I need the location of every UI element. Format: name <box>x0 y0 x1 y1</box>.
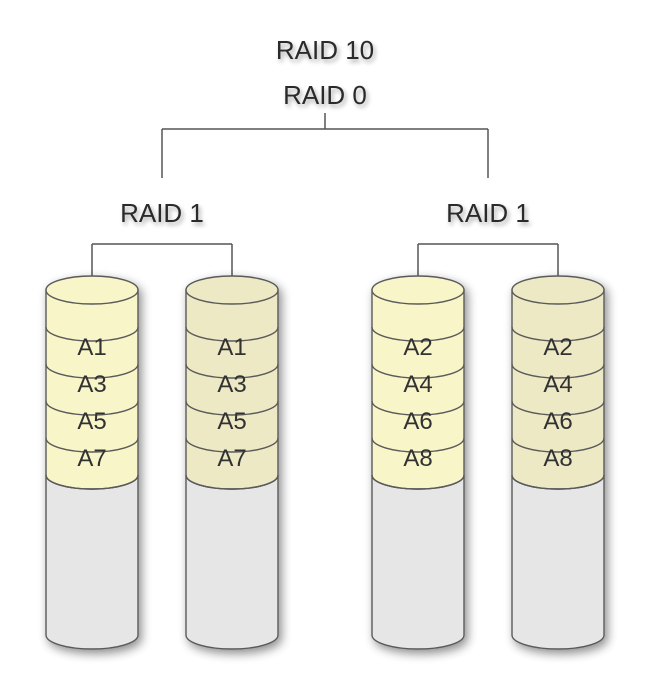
segment-divider <box>45 363 139 379</box>
block-label: A3 <box>217 371 246 398</box>
raid-0-connector <box>161 113 489 178</box>
block-label: A1 <box>217 334 246 361</box>
block-label: A6 <box>543 408 572 435</box>
raid-0-subtitle: RAID 0 <box>283 80 367 110</box>
block-label: A5 <box>77 408 106 435</box>
group-2-label: RAID 1 <box>446 198 530 228</box>
disk-top-cap <box>185 275 279 305</box>
segment-divider <box>511 363 605 379</box>
block-label: A5 <box>217 408 246 435</box>
segment-divider <box>511 326 605 342</box>
segment-divider <box>45 474 139 490</box>
block-label: A3 <box>77 371 106 398</box>
segment-divider <box>185 400 279 416</box>
block-label: A2 <box>543 334 572 361</box>
segment-divider <box>185 437 279 453</box>
segment-divider <box>185 474 279 490</box>
block-label: A7 <box>217 445 246 472</box>
block-label: A1 <box>77 334 106 361</box>
segment-divider <box>45 326 139 342</box>
raid-10-title: RAID 10 <box>276 35 374 65</box>
disk-empty-body <box>371 474 465 650</box>
segment-divider <box>371 437 465 453</box>
segment-divider <box>511 437 605 453</box>
segment-divider <box>45 437 139 453</box>
disk-top-cap <box>45 275 139 305</box>
segment-divider <box>371 326 465 342</box>
block-label: A8 <box>403 445 432 472</box>
segment-divider <box>511 474 605 490</box>
block-label: A4 <box>543 371 572 398</box>
disk-empty-body <box>185 474 279 650</box>
segment-divider <box>371 474 465 490</box>
block-label: A6 <box>403 408 432 435</box>
segment-divider <box>45 400 139 416</box>
disk-empty-body <box>511 474 605 650</box>
block-label: A8 <box>543 445 572 472</box>
block-label: A4 <box>403 371 432 398</box>
block-label: A2 <box>403 334 432 361</box>
segment-divider <box>185 326 279 342</box>
disk-empty-body <box>45 474 139 650</box>
segment-divider <box>371 363 465 379</box>
segment-divider <box>511 400 605 416</box>
disk-top-cap <box>511 275 605 305</box>
segment-divider <box>371 400 465 416</box>
segment-divider <box>185 363 279 379</box>
block-label: A7 <box>77 445 106 472</box>
group-1-label: RAID 1 <box>120 198 204 228</box>
disk-top-cap <box>371 275 465 305</box>
